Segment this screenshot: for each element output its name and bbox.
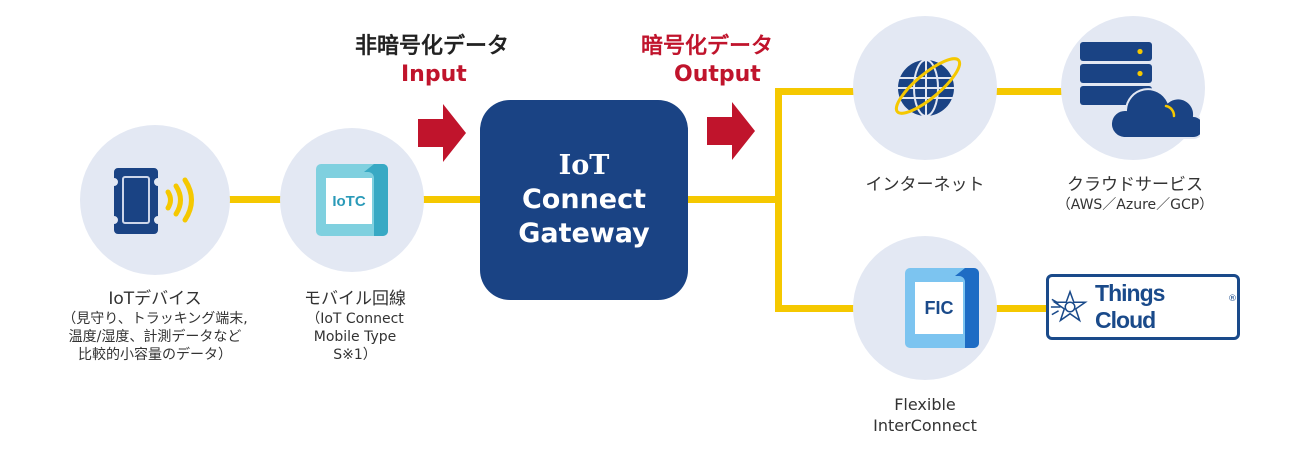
connector-mobile-gateway [420, 196, 482, 203]
cloud-service-caption: クラウドサービス （AWS／Azure／GCP） [1050, 174, 1220, 214]
iot-device-detail: 比較的小容量のデータ） [78, 347, 232, 363]
fic-detail: InterConnect [873, 416, 977, 435]
connector-gateway-bus [686, 196, 782, 203]
things-cloud-box: Things Cloud ® [1046, 274, 1240, 340]
mobile-detail: S※1） [333, 347, 377, 363]
things-cloud-logo-icon [1050, 289, 1088, 323]
iot-device-caption: IoTデバイス （見守り、トラッキング端末, 温度/湿度、計測データなど 比較的… [20, 288, 290, 364]
connector-internet-cloud [995, 88, 1065, 95]
encrypted-data-label: 暗号化データ [641, 34, 774, 59]
output-arrow-icon [707, 102, 755, 160]
fic-caption: Flexible InterConnect [855, 394, 995, 436]
iot-device-detail: （見守り、トラッキング端末, [62, 311, 248, 327]
mobile-detail: Mobile Type [313, 329, 397, 345]
internet-title: インターネット [865, 175, 985, 195]
connector-bus-internet [775, 88, 855, 95]
iot-device-title: IoTデバイス [108, 289, 202, 309]
mobile-title: モバイル回線 [304, 289, 406, 309]
output-label: Output [674, 62, 761, 87]
unencrypted-data-label: 非暗号化データ [355, 34, 510, 59]
things-cloud-name: Things Cloud [1095, 280, 1165, 333]
gateway-label-line: Gateway [518, 218, 650, 249]
connector-bus-vertical [775, 88, 782, 312]
fic-detail: Flexible [894, 395, 956, 414]
gateway-label-line: Connect [521, 184, 647, 215]
connector-device-mobile [228, 196, 288, 203]
iot-device-detail: 温度/湿度、計測データなど [68, 329, 242, 345]
internet-caption: インターネット [845, 174, 1005, 196]
mobile-detail: （IoT Connect [306, 311, 404, 327]
fic-icon: FIC [905, 268, 979, 348]
iot-connect-gateway: IoT Connect Gateway [480, 100, 688, 300]
gateway-label-line: IoT [558, 150, 610, 181]
device-wireless-icon [114, 168, 194, 234]
fic-icon-text: FIC [924, 297, 954, 318]
iotc-icon-text: IoTC [332, 192, 366, 210]
input-label: Input [401, 62, 467, 87]
globe-icon [894, 57, 962, 117]
mobile-caption: モバイル回線 （IoT Connect Mobile Type S※1） [270, 288, 440, 364]
input-arrow-icon [418, 104, 466, 162]
server-cloud-icon [1080, 42, 1200, 140]
connector-fic-thingscloud [995, 305, 1049, 312]
iotc-icon: IoTC [316, 164, 388, 236]
registered-mark: ® [1228, 294, 1237, 304]
cloud-service-detail: （AWS／Azure／GCP） [1056, 197, 1214, 213]
cloud-service-title: クラウドサービス [1067, 175, 1203, 195]
connector-bus-fic [775, 305, 855, 312]
